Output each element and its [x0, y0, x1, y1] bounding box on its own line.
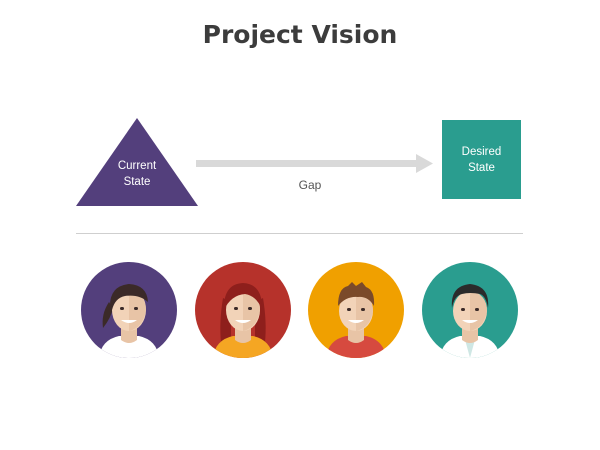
gap-label: Gap: [298, 178, 322, 192]
desired-state-label: Desired State: [461, 146, 502, 174]
page-title: Project Vision: [202, 20, 398, 49]
man-white-shirt-avatar-icon: [422, 262, 518, 358]
desired-state-node: Desired State: [442, 120, 521, 199]
divider: [76, 233, 523, 234]
woman-ponytail-avatar-icon: [81, 262, 177, 358]
gap-arrow: [196, 153, 436, 175]
man-red-shirt-avatar-icon: [308, 262, 404, 358]
triangle-shape: [76, 118, 198, 206]
current-state-node: Current State: [76, 118, 198, 206]
arrow-icon: [196, 154, 433, 173]
woman-long-hair-avatar-icon: [195, 262, 291, 358]
current-state-label: Current State: [117, 160, 157, 188]
